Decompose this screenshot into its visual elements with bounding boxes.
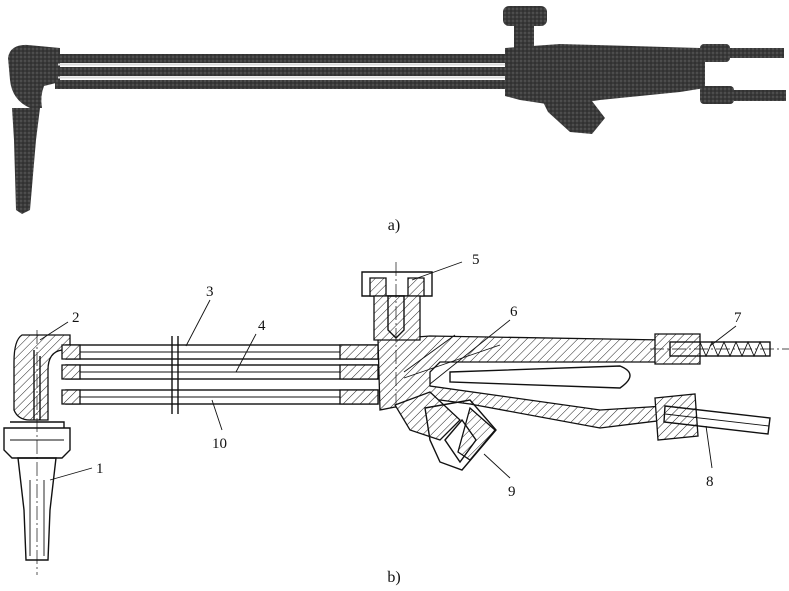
torch-section bbox=[3, 262, 789, 575]
leaders bbox=[39, 261, 737, 481]
caption-b: b) bbox=[387, 569, 400, 586]
label-7: 7 bbox=[734, 310, 742, 326]
connector-lower bbox=[654, 393, 771, 441]
tubes bbox=[61, 336, 379, 414]
label-8: 8 bbox=[706, 474, 714, 490]
label-6: 6 bbox=[510, 304, 518, 320]
label-3: 3 bbox=[206, 284, 214, 300]
label-10: 10 bbox=[212, 436, 227, 452]
torch-photo bbox=[8, 6, 786, 214]
valve-lower bbox=[394, 391, 497, 471]
connector-upper bbox=[650, 333, 789, 365]
label-2: 2 bbox=[72, 310, 80, 326]
label-5: 5 bbox=[472, 252, 480, 268]
label-4: 4 bbox=[258, 318, 266, 334]
caption-a: a) bbox=[388, 217, 400, 234]
valve-top bbox=[361, 262, 433, 410]
label-1: 1 bbox=[96, 461, 104, 477]
label-9: 9 bbox=[508, 484, 516, 500]
